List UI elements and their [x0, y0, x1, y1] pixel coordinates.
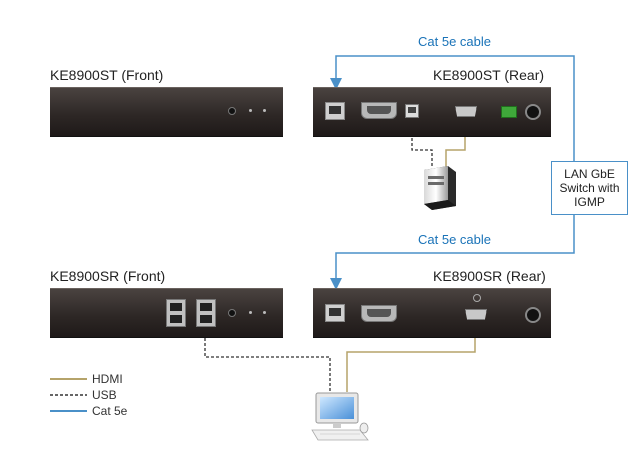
ke8900sr-front-panel	[50, 288, 283, 338]
cat5e-cable-label-top: Cat 5e cable	[418, 34, 491, 49]
ke8900st-front-panel	[50, 87, 283, 137]
usb-b-port-icon	[405, 104, 419, 118]
terminal-block-icon	[501, 106, 517, 118]
cat5e-line-top	[330, 55, 575, 161]
sr-rear-label: KE8900SR (Rear)	[433, 268, 546, 284]
serial-port-icon	[361, 102, 397, 119]
status-led-icon	[249, 109, 252, 112]
switch-line-3: IGMP	[574, 195, 605, 209]
lan-switch-box: LAN GbE Switch with IGMP	[551, 161, 628, 215]
usb-a-port-icon	[196, 299, 216, 327]
rj45-port-icon	[325, 102, 345, 120]
sr-front-label: KE8900SR (Front)	[50, 268, 166, 284]
status-led-icon	[263, 311, 266, 314]
serial-port-icon	[361, 305, 397, 322]
usb-line-sr	[204, 328, 331, 392]
power-led-icon	[228, 309, 236, 317]
computer-tower-icon	[424, 166, 456, 210]
power-jack-icon	[525, 307, 541, 323]
hdmi-port-icon	[455, 106, 477, 117]
power-jack-icon	[525, 104, 541, 120]
rj45-port-icon	[325, 304, 345, 322]
ke8900st-rear-panel	[313, 87, 551, 137]
hdmi-port-icon	[465, 309, 487, 320]
ke8900sr-rear-panel	[313, 288, 551, 338]
screw-icon	[473, 294, 481, 302]
cat5e-line-bottom	[330, 213, 575, 290]
usb-a-port-icon	[166, 299, 186, 327]
st-rear-label: KE8900ST (Rear)	[433, 67, 545, 83]
status-led-icon	[263, 109, 266, 112]
cat5e-cable-label-middle: Cat 5e cable	[418, 232, 491, 247]
legend-usb-label: USB	[92, 388, 117, 402]
power-led-icon	[228, 107, 236, 115]
legend-cat5e-label: Cat 5e	[92, 404, 128, 418]
switch-line-2: Switch with	[559, 181, 620, 195]
status-led-icon	[249, 311, 252, 314]
switch-line-1: LAN GbE	[564, 167, 615, 181]
legend-hdmi-label: HDMI	[92, 372, 123, 386]
workstation-icon	[311, 392, 369, 441]
st-front-label: KE8900ST (Front)	[50, 67, 164, 83]
